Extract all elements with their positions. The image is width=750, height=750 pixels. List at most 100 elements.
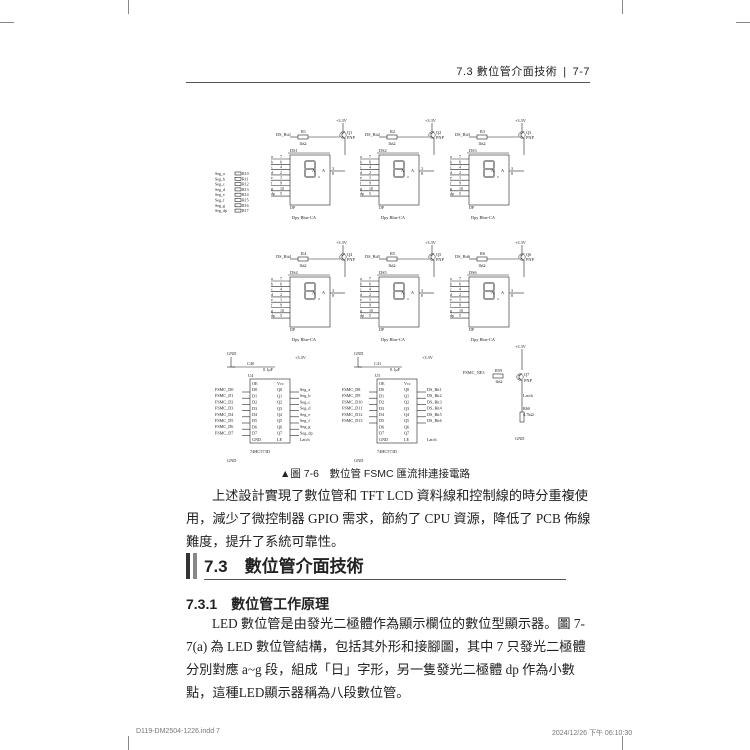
ic-U5 xyxy=(376,378,418,444)
resistor-value: 1kΩ xyxy=(478,141,486,146)
data-net: FSMC_D7 xyxy=(215,430,233,435)
pin-number: 9 xyxy=(459,181,461,186)
pin-name: b xyxy=(360,281,362,286)
pin-number: 7 xyxy=(369,154,371,159)
output-net: Seg_g xyxy=(300,424,311,429)
pin-number: 6 xyxy=(280,281,282,286)
crop-mark xyxy=(622,0,623,14)
display-DS3-segments xyxy=(483,160,495,178)
resistor-ref: R13 xyxy=(242,187,249,192)
display-ref: DS2 xyxy=(379,148,387,153)
pin-name: f xyxy=(271,181,273,186)
transistor-Q1-emitter xyxy=(341,131,346,135)
pin-number: 3 xyxy=(332,288,334,293)
pin-number: 2 xyxy=(459,292,461,297)
header-rule xyxy=(186,82,590,83)
resistor-ref: R2 xyxy=(390,129,395,134)
pin-name: e xyxy=(360,175,362,180)
anode-label: A xyxy=(411,290,415,295)
ic-pin: Q2 xyxy=(404,400,409,405)
capacitor-ref: C40 xyxy=(247,361,254,366)
display-part: Dpy Blue-CA xyxy=(292,215,317,220)
resistor xyxy=(492,373,504,379)
resistor xyxy=(297,256,309,262)
transistor-Q6-body xyxy=(518,253,526,261)
display-DS4-box xyxy=(289,276,331,328)
output-net: DS_Bit5 xyxy=(427,412,442,417)
capacitor-value: 0.1μF xyxy=(263,367,274,372)
pin-number: 8 xyxy=(421,293,423,298)
crop-mark xyxy=(0,22,14,23)
resistor-ref: R4 xyxy=(301,251,307,256)
net-label: DS_Bit5 xyxy=(365,254,380,259)
data-net: FSMC_D9 xyxy=(342,393,360,398)
capacitor-ref: C41 xyxy=(374,361,381,366)
vcc-label: +3.3V xyxy=(515,118,527,123)
gnd-label: GND xyxy=(227,458,236,463)
pin-number: 9 xyxy=(280,181,282,186)
pin-name: a xyxy=(271,154,273,159)
pin-number: 8 xyxy=(511,293,513,298)
resistor-ref: R59 xyxy=(495,368,502,373)
display-DS1-box xyxy=(289,154,331,206)
crop-mark xyxy=(736,22,750,23)
anode-label: A xyxy=(312,168,316,173)
transistor-type: PNP xyxy=(524,378,532,383)
pin-name: a xyxy=(271,276,273,281)
section-bar xyxy=(186,553,190,579)
data-net: FSMC_D0 xyxy=(215,387,233,392)
output-net: Seg_d xyxy=(300,406,311,411)
vcc-label: +3.3V xyxy=(422,355,434,360)
resistor-ref: R11 xyxy=(242,176,249,181)
segment-resistor xyxy=(234,198,242,202)
transistor-Q4-collector xyxy=(341,257,346,261)
resistor-value: 1kΩ xyxy=(388,141,396,146)
transistor-Q3-body xyxy=(518,131,526,139)
pin-number: 10 xyxy=(280,186,284,191)
gnd-label: GND xyxy=(227,351,236,356)
pin-number: 3 xyxy=(511,166,513,171)
pin-number: 2 xyxy=(369,292,371,297)
pin-name: DP xyxy=(290,327,296,332)
ic-pin: Vcc xyxy=(277,381,284,386)
display-ref: DS3 xyxy=(469,148,477,153)
ic-pin: Q0 xyxy=(404,387,409,392)
crop-mark xyxy=(128,736,129,750)
segment-net: Seg_dp xyxy=(215,208,227,213)
pin-number: 6 xyxy=(459,159,461,164)
resistor-ref: R12 xyxy=(242,182,249,187)
resistor-value: 1kΩ xyxy=(495,379,503,384)
display-DS3-dp xyxy=(497,176,499,178)
pin-name: dp xyxy=(271,191,275,196)
pin-number: 1 xyxy=(459,175,461,180)
transistor-type: PNP xyxy=(436,135,444,140)
pin-number: 7 xyxy=(459,276,461,281)
resistor xyxy=(386,134,398,140)
header-section: 7.3 數位管介面技術 xyxy=(456,66,558,78)
ic-pin: D3 xyxy=(252,406,257,411)
display-DS2-segments xyxy=(393,160,405,178)
pin-number: 1 xyxy=(280,175,282,180)
ic-pin: D5 xyxy=(252,418,257,423)
body-paragraph: LED 數位管是由發光二極體作為顯示欄位的數位型顯示器。圖 7-7(a) 為 L… xyxy=(186,616,586,700)
transistor-type: PNP xyxy=(347,135,355,140)
transistor-Q4-body xyxy=(339,253,347,261)
resistor xyxy=(386,256,398,262)
ic-U4 xyxy=(249,378,291,444)
display-DS4-segments xyxy=(304,282,316,300)
net-label: DS_Bit4 xyxy=(276,254,292,259)
pin-name: g xyxy=(450,186,452,191)
transistor-Q5-body xyxy=(428,253,436,261)
footer-timestamp: 2024/12/26 下午 06:10:30 xyxy=(552,730,633,737)
pin-name: dp xyxy=(450,191,454,196)
ic-pin: Vcc xyxy=(404,381,411,386)
ic-pin: D6 xyxy=(252,424,257,429)
data-net: FSMC_D1 xyxy=(215,393,233,398)
pin-number: 5 xyxy=(369,313,371,318)
ic-part: 74HC573D xyxy=(377,449,397,454)
ic-pin: D0 xyxy=(252,387,257,392)
data-net: FSMC_D10 xyxy=(342,399,362,404)
resistor xyxy=(476,256,488,262)
footer-file: D119-DM2504-1226.indd 7 xyxy=(136,728,220,735)
